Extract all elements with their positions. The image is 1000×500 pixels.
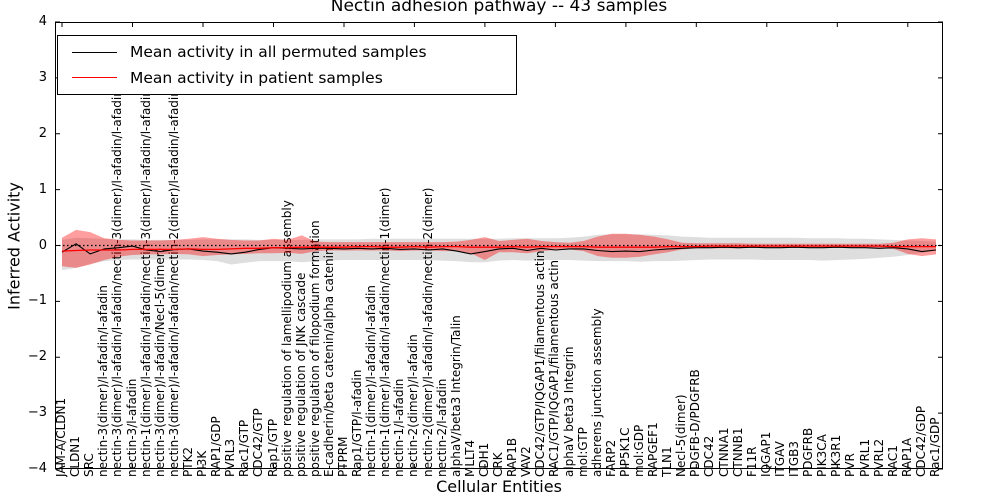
x-tick-label: VAV2 — [519, 446, 534, 477]
x-tick-label: CDC42 — [702, 435, 717, 477]
legend-label-permuted: Mean activity in all permuted samples — [130, 43, 427, 62]
x-tick-label: CDC42/GTP — [251, 408, 266, 477]
legend-line-patient-icon — [72, 77, 117, 79]
legend-entry-permuted: Mean activity in all permuted samples — [58, 43, 516, 61]
y-tick-label: −1 — [27, 293, 47, 309]
x-tick-label: PDGFRB — [801, 427, 816, 477]
x-tick-label: PDGFB-D/PDGFRB — [688, 369, 703, 477]
x-tick-label: IQGAP1 — [758, 431, 773, 477]
x-tick-label: adherens junction assembly — [589, 308, 604, 477]
x-tick-label: PIK3CA — [815, 434, 830, 477]
x-tick-label: RAPGEF1 — [646, 422, 660, 477]
x-tick-label: PTK2 — [180, 446, 195, 477]
x-tick-label: nectin-2(dimer)/l-afadin/l-afadin/nectin… — [420, 187, 435, 477]
x-tick-label: RAC1 — [885, 445, 900, 477]
x-tick-label: nectin-1/l-afadin — [392, 378, 407, 477]
x-tick-label: ITGB3 — [787, 440, 801, 477]
x-tick-label: RAP1A — [899, 437, 914, 477]
legend-line-permuted-icon — [72, 51, 117, 53]
x-tick-label: PIK3R1 — [829, 434, 844, 477]
x-tick-label: F11R — [744, 446, 759, 477]
x-tick-label: RAC1/GTP/IQGAP1/filamentous actin — [547, 259, 562, 477]
x-axis-label: Cellular Entities — [436, 477, 562, 496]
x-tick-label: PI3K — [195, 450, 209, 477]
y-tick-label: 2 — [38, 125, 47, 141]
x-tick-label: Rac1/GTP — [237, 419, 252, 477]
legend: Mean activity in all permuted samples Me… — [57, 35, 517, 95]
x-tick-label: Necl-5(dimer) — [674, 394, 689, 477]
x-tick-label: SRC — [82, 453, 97, 477]
x-tick-label: positive regulation of JNK cascade — [293, 272, 308, 477]
x-tick-label: nectin-1(dimer)/l-afadin/l-afadin/nectin… — [378, 187, 393, 477]
y-tick-label: −3 — [27, 405, 47, 421]
x-tick-label: CTNNA1 — [716, 427, 731, 477]
x-tick-label: positive regulation of lamellipodium ass… — [279, 200, 294, 477]
x-tick-label: nectin-2/l-afadin — [434, 378, 449, 477]
x-tick-label: nectin-2(dimer)/l-afadin — [406, 334, 421, 477]
y-tick-label: 3 — [38, 69, 47, 85]
x-tick-label: PVRL3 — [223, 438, 238, 477]
x-tick-label: ITGAV — [772, 441, 787, 477]
x-tick-label: nectin-3(dimer)/l-afadin/l-afadin/nectin… — [166, 89, 181, 477]
x-tick-label: CLDN1 — [68, 436, 83, 477]
x-tick-label: positive regulation of filopodium format… — [307, 220, 322, 477]
x-tick-label: alphaV beta3 Integrin — [561, 346, 576, 477]
y-tick-label: 1 — [38, 181, 47, 197]
x-tick-label: alphaV/beta3 Integrin/Talin — [448, 315, 463, 477]
x-tick-label: CDC42/GDP — [913, 405, 928, 477]
x-tick-label: mol:GTP — [575, 427, 590, 477]
x-tick-label: CRK — [491, 452, 505, 477]
y-tick-label: −2 — [27, 349, 47, 365]
x-tick-label: nectin-1(dimer)/l-afadin/l-afadin/nectin… — [138, 89, 153, 477]
x-tick-label: nectin-1(dimer)/l-afadin/l-afadin — [364, 285, 379, 477]
x-tick-label: CTNNB1 — [730, 427, 745, 477]
x-tick-label: E-cadherin/beta catenin/alpha catenin — [321, 247, 336, 477]
x-tick-label: JAM-A/CLDN1 — [54, 397, 68, 477]
y-tick-label: 4 — [38, 14, 47, 29]
x-tick-label: RAP1B — [505, 437, 520, 477]
y-tick-label: −4 — [27, 461, 47, 476]
x-tick-label: nectin-3/l-afadin — [124, 378, 139, 477]
x-tick-label: PTPRM — [336, 436, 350, 478]
x-tick-label: nectin-3(dimer)/l-afadin/Necl-5(dimer) — [152, 247, 167, 477]
legend-label-patient: Mean activity in patient samples — [130, 68, 383, 87]
x-tick-label: PVRL2 — [871, 438, 886, 477]
y-tick-label: 0 — [38, 237, 47, 253]
x-tick-label: Rac1/GDP — [928, 417, 942, 477]
x-tick-label: TLN1 — [660, 446, 675, 477]
x-tick-label: mol:GDP — [632, 424, 646, 477]
x-tick-label: MLLT4 — [462, 439, 477, 477]
x-tick-label: CDH1 — [476, 442, 491, 477]
chart-title: Nectin adhesion pathway -- 43 samples — [330, 0, 668, 16]
legend-entry-patient: Mean activity in patient samples — [58, 69, 516, 87]
x-tick-label: Rap1/GTP/l-afadin — [350, 369, 364, 477]
x-tick-label: PVRL1 — [857, 438, 872, 477]
x-tick-label: PVR — [843, 453, 858, 477]
x-tick-label: Rap1/GTP — [265, 418, 280, 477]
x-tick-label: nectin-3(dimer)/l-afadin/l-afadin/nectin… — [110, 89, 125, 477]
x-tick-label: RAP1/GDP — [209, 416, 224, 477]
x-tick-label: nectin-3(dimer)/l-afadin/l-afadin — [96, 285, 111, 477]
x-tick-label: FARP2 — [603, 439, 618, 477]
x-tick-label: PIP5K1C — [617, 427, 632, 477]
x-tick-label: CDC42/GTP/IQGAP1/filamentous actin — [533, 250, 548, 477]
